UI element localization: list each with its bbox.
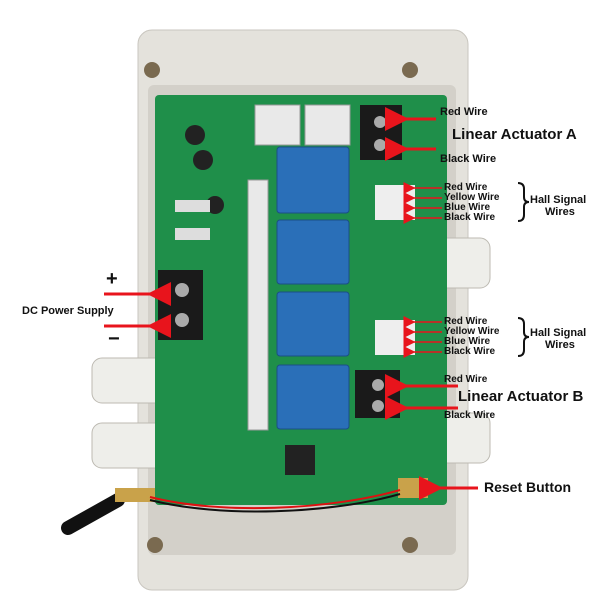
screw-hole-icon <box>144 62 160 78</box>
reset-button-part <box>398 478 428 498</box>
reset-wire-red <box>149 489 401 510</box>
screw-hole-icon <box>402 62 418 78</box>
relay <box>276 146 350 214</box>
actuator-b-title: Linear Actuator B <box>458 388 584 405</box>
actuator-a-title: Linear Actuator A <box>452 126 577 143</box>
antenna <box>61 493 125 535</box>
brace-icon <box>517 317 530 357</box>
relays <box>276 146 350 430</box>
antenna-connector <box>115 488 155 502</box>
microcontroller-chip <box>285 445 315 475</box>
annotation-arrows <box>104 107 478 500</box>
relay <box>276 364 350 430</box>
relay <box>276 219 350 285</box>
hall-b-blue-label: Blue Wire <box>444 336 491 347</box>
positive-terminal-label: + <box>106 268 118 290</box>
actuator-a-red-label: Red Wire <box>440 106 488 118</box>
hall-connector-a <box>375 185 415 220</box>
heatsinks <box>247 104 351 431</box>
negative-terminal-label: − <box>108 328 120 350</box>
screw-hole-icon <box>147 537 163 553</box>
hall-b-title-1: Hall Signal <box>530 327 587 339</box>
hall-b-red-label: Red Wire <box>444 316 488 327</box>
hall-connector-b <box>375 320 415 355</box>
hall-a-title-2: Wires <box>545 206 575 218</box>
reset-wire-black <box>149 493 401 513</box>
hall-a-yellow-label: Yellow Wire <box>444 192 500 203</box>
hall-b-title-2: Wires <box>545 339 575 351</box>
reset-button-label: Reset Button <box>484 479 572 495</box>
hall-a-red-label: Red Wire <box>444 182 488 193</box>
hall-a-title-1: Hall Signal <box>530 194 587 206</box>
actuator-a-black-label: Black Wire <box>440 153 497 165</box>
hall-a-blue-label: Blue Wire <box>444 202 491 213</box>
hall-b-yellow-label: Yellow Wire <box>444 326 500 337</box>
actuator-b-black-label: Black Wire <box>444 410 496 421</box>
capacitors-and-fuses <box>175 125 224 240</box>
terminal-block-a <box>360 105 402 160</box>
dc-power-supply-label: DC Power Supply <box>22 305 114 317</box>
terminal-screws <box>175 116 386 412</box>
actuator-b-red-label: Red Wire <box>444 374 488 385</box>
hall-a-black-label: Black Wire <box>444 212 496 223</box>
terminal-block-power <box>158 270 203 340</box>
relay <box>276 291 350 357</box>
brace-icon <box>517 182 530 222</box>
hall-b-black-label: Black Wire <box>444 346 496 357</box>
screw-hole-icon <box>402 537 418 553</box>
